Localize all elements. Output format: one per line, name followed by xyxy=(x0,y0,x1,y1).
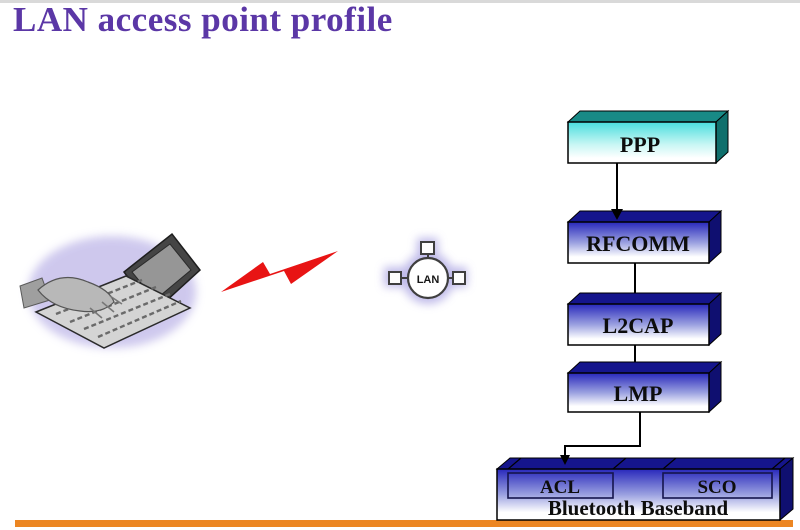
lan-node-top xyxy=(420,241,435,255)
rfcomm-label: RFCOMM xyxy=(586,231,690,256)
box-rfcomm: RFCOMM xyxy=(566,209,723,265)
box-baseband: ACL SCO Bluetooth Baseband xyxy=(495,456,795,522)
lan-hub-icon: LAN xyxy=(384,238,467,304)
connector-lmp-baseband xyxy=(564,412,641,457)
lan-node-left xyxy=(388,271,402,285)
box-lmp-top-face xyxy=(566,361,723,374)
hand-fingers xyxy=(89,295,123,319)
box-acl xyxy=(507,472,614,499)
stack-connectors xyxy=(564,163,641,457)
lmp-label: LMP xyxy=(614,381,663,406)
sco-label: SCO xyxy=(697,477,736,498)
arrowhead-rfcomm xyxy=(611,209,623,220)
box-ppp-front xyxy=(567,121,717,164)
laptop-user-icon xyxy=(19,232,202,349)
box-lmp-front xyxy=(567,372,710,413)
box-baseband-front xyxy=(496,468,781,521)
box-baseband-right-face xyxy=(779,456,794,522)
box-lmp: LMP xyxy=(566,360,723,414)
box-baseband-top-face xyxy=(495,457,795,470)
lan-circle xyxy=(406,256,450,300)
laptop-keys xyxy=(55,278,182,339)
slide-title: LAN access point profile xyxy=(13,0,393,39)
box-ppp: PPP xyxy=(566,109,730,165)
l2cap-label: L2CAP xyxy=(603,313,674,338)
lan-node-right xyxy=(452,271,466,285)
box-l2cap: L2CAP xyxy=(566,291,723,347)
baseband-top-seams xyxy=(507,457,786,470)
box-rfcomm-front xyxy=(567,221,710,264)
lightning-bolt-icon xyxy=(221,251,338,292)
bottom-accent-bar xyxy=(15,520,793,527)
acl-label: ACL xyxy=(540,477,580,498)
box-rfcomm-top-face xyxy=(566,210,723,223)
box-l2cap-front xyxy=(567,303,710,346)
lan-node-label: LAN xyxy=(417,274,440,286)
ppp-label: PPP xyxy=(620,132,660,157)
box-l2cap-top-face xyxy=(566,292,723,305)
user-hand xyxy=(37,276,115,313)
protocol-stack: PPP RFCOMM L2CAP LMP xyxy=(495,109,795,522)
arrowhead-baseband xyxy=(560,455,570,465)
box-ppp-top-face xyxy=(566,110,730,123)
baseband-label: Bluetooth Baseband xyxy=(548,496,729,520)
slide-top-edge xyxy=(0,0,800,3)
box-sco xyxy=(662,472,773,499)
